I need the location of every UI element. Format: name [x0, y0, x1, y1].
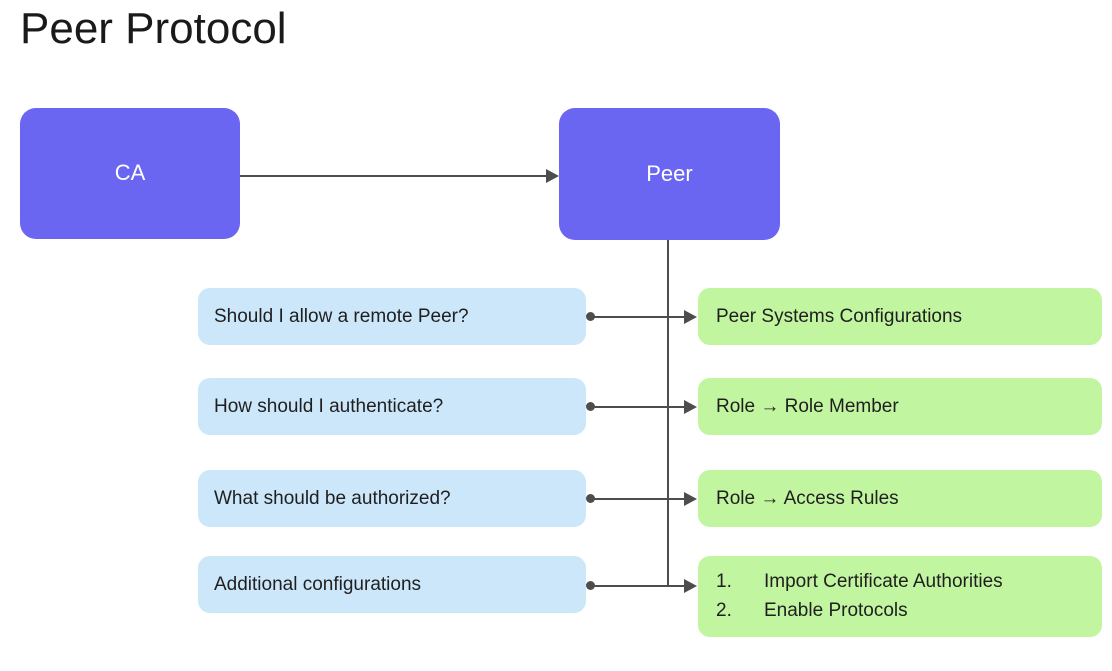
node-question-2-label: How should I authenticate?	[214, 395, 444, 417]
node-question-1[interactable]: Should I allow a remote Peer?	[198, 288, 586, 345]
node-question-4-label: Additional configurations	[214, 573, 422, 595]
arrowhead-ca-to-peer-icon	[546, 169, 559, 183]
node-question-3-label: What should be authorized?	[214, 487, 451, 509]
node-answer-2-label: Role → Role Member	[716, 395, 899, 417]
arrowhead-row-4-icon	[684, 579, 697, 593]
list-item: Enable Protocols	[716, 597, 908, 625]
node-ca-label: CA	[114, 160, 146, 186]
node-peer[interactable]: Peer	[559, 108, 780, 240]
node-answer-1-label: Peer Systems Configurations	[716, 305, 963, 327]
node-answer-4-list: Import Certificate Authorities Enable Pr…	[716, 568, 1003, 625]
list-item: Import Certificate Authorities	[716, 568, 1003, 596]
edge-row-4	[590, 585, 684, 587]
node-ca[interactable]: CA	[20, 108, 240, 239]
node-peer-label: Peer	[646, 160, 693, 186]
node-question-2[interactable]: How should I authenticate?	[198, 378, 586, 435]
node-answer-3-label: Role → Access Rules	[716, 487, 899, 509]
node-answer-1[interactable]: Peer Systems Configurations	[698, 288, 1102, 345]
node-question-1-label: Should I allow a remote Peer?	[214, 305, 469, 327]
page-title: Peer Protocol	[20, 4, 287, 53]
node-question-3[interactable]: What should be authorized?	[198, 470, 586, 527]
arrowhead-row-1-icon	[684, 310, 697, 324]
arrowhead-row-2-icon	[684, 400, 697, 414]
node-answer-3[interactable]: Role → Access Rules	[698, 470, 1102, 527]
edge-row-2	[590, 406, 684, 408]
arrowhead-row-3-icon	[684, 492, 697, 506]
edge-row-3	[590, 498, 684, 500]
node-answer-4[interactable]: Import Certificate Authorities Enable Pr…	[698, 556, 1102, 637]
node-answer-2[interactable]: Role → Role Member	[698, 378, 1102, 435]
edge-row-1	[590, 316, 684, 318]
node-question-4[interactable]: Additional configurations	[198, 556, 586, 613]
edge-peer-trunk	[667, 240, 669, 586]
edge-ca-to-peer	[240, 175, 546, 177]
